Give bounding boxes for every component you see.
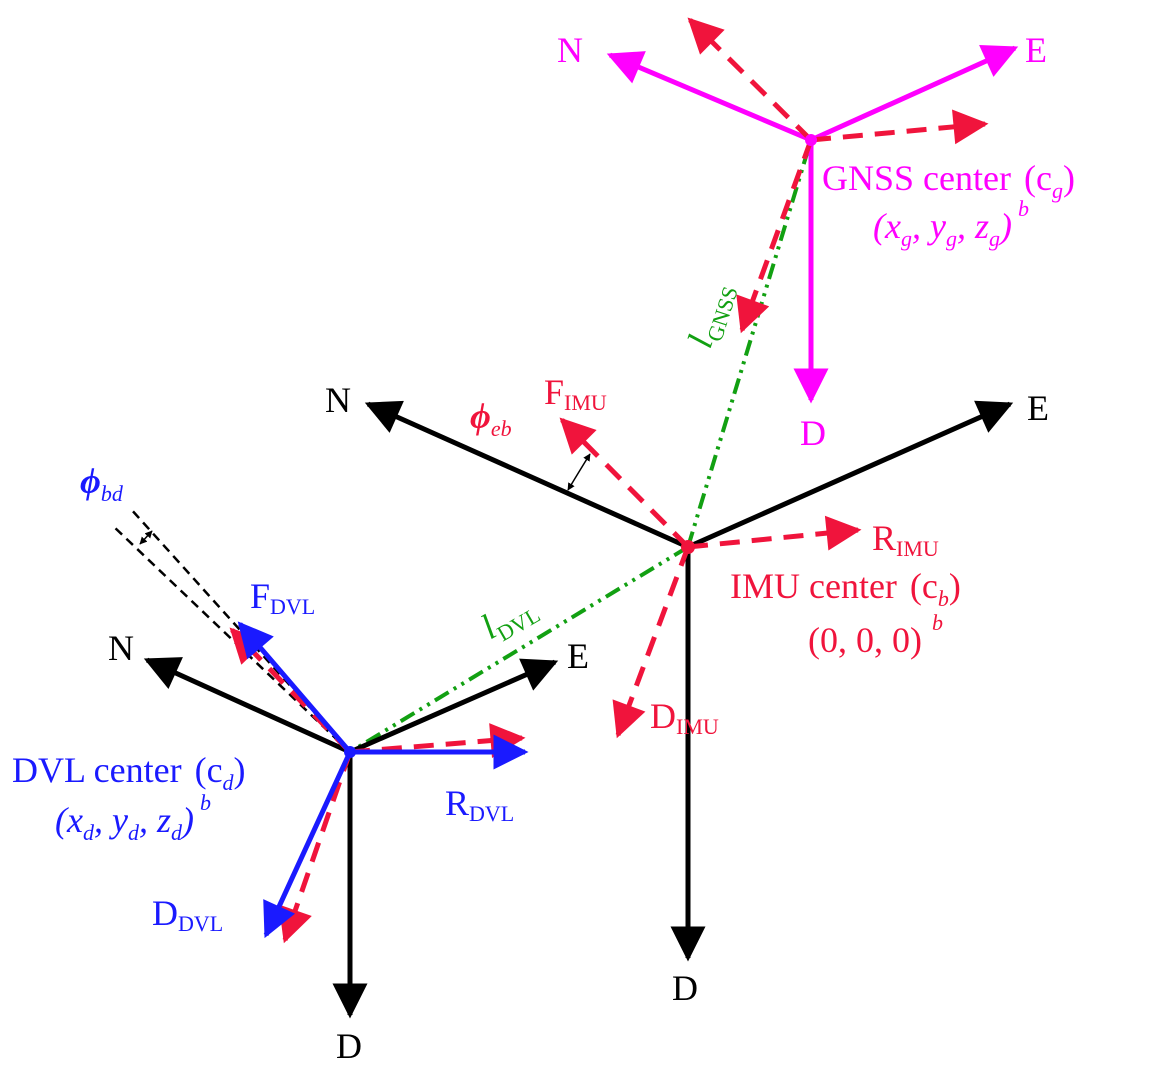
gnss-body-forward-arrow xyxy=(687,17,813,142)
dvl-lever-arm-label: lDVL xyxy=(474,585,544,652)
dvl-body-down-dashed-arrow xyxy=(278,751,353,944)
imu-center-label: IMU center (cb) xyxy=(730,566,961,611)
imu-ned-east-label: E xyxy=(1027,388,1049,428)
dvl-angle-guide-body xyxy=(129,507,351,753)
dvl-forward-arrow xyxy=(237,621,352,754)
gnss-lever-arm-line xyxy=(686,139,813,548)
dvl-lever-arm-line xyxy=(348,545,690,754)
dvl-body-right-dashed-arrow xyxy=(349,723,526,758)
dvl-center-dot xyxy=(344,746,356,758)
imu-center-dot xyxy=(681,540,695,554)
dvl-angle-marker xyxy=(139,530,153,545)
gnss-body-right-arrow xyxy=(810,109,989,145)
imu-body-frame xyxy=(559,417,862,739)
gnss-east-label: E xyxy=(1025,30,1047,70)
dvl-right-label: RDVL xyxy=(445,783,514,826)
imu-right-arrow xyxy=(687,515,862,551)
imu-down-label: DIMU xyxy=(650,696,719,739)
dvl-angle-label: ϕbd xyxy=(80,461,124,506)
imu-forward-arrow xyxy=(559,417,690,549)
imu-angle-label: ϕeb xyxy=(470,396,512,441)
dvl-angle-guides xyxy=(111,507,351,753)
imu-ned-north-arrow xyxy=(364,400,690,550)
imu-ned-north-label: N xyxy=(325,380,351,420)
dvl-down-label: DDVL xyxy=(152,893,223,936)
dvl-body-frame xyxy=(229,621,529,944)
dvl-coordinates-label: (xd, yd, zd)b xyxy=(55,790,211,845)
lever-arms xyxy=(348,139,813,754)
gnss-body-down-arrow xyxy=(736,139,814,334)
imu-forward-label: FIMU xyxy=(544,372,607,415)
imu-coordinates-label: (0, 0, 0)b xyxy=(808,610,943,660)
dvl-angle-guide-forward xyxy=(111,524,351,753)
dvl-ned-east-label: E xyxy=(567,636,589,676)
imu-ned-down-label: D xyxy=(672,968,698,1008)
dvl-down-arrow xyxy=(263,750,353,939)
imu-right-label: RIMU xyxy=(872,518,939,561)
gnss-center-dot xyxy=(805,134,817,146)
imu-ned-frame xyxy=(364,400,1014,962)
imu-down-arrow xyxy=(612,546,691,739)
imu-angle-arc xyxy=(567,453,591,491)
gnss-frame xyxy=(606,17,1019,404)
gnss-east-arrow xyxy=(809,44,1019,143)
dvl-ned-east-arrow xyxy=(348,658,559,755)
dvl-ned-north-arrow xyxy=(143,657,352,755)
gnss-center-label: GNSS center (cg) xyxy=(822,158,1075,203)
dvl-forward-label: FDVL xyxy=(250,576,315,619)
gnss-lever-arm-label: lGNSS xyxy=(680,277,743,354)
dvl-ned-north-label: N xyxy=(108,628,134,668)
dvl-ned-frame xyxy=(143,657,559,1019)
imu-ned-east-arrow xyxy=(686,400,1014,550)
gnss-coordinates-label: (xg, yg, zg)b xyxy=(873,196,1029,251)
gnss-down-label: D xyxy=(800,413,826,453)
dvl-center-label: DVL center (cd) xyxy=(12,750,246,795)
dvl-ned-down-label: D xyxy=(336,1026,362,1066)
gnss-north-label: N xyxy=(557,30,583,70)
gnss-north-arrow xyxy=(606,51,812,143)
